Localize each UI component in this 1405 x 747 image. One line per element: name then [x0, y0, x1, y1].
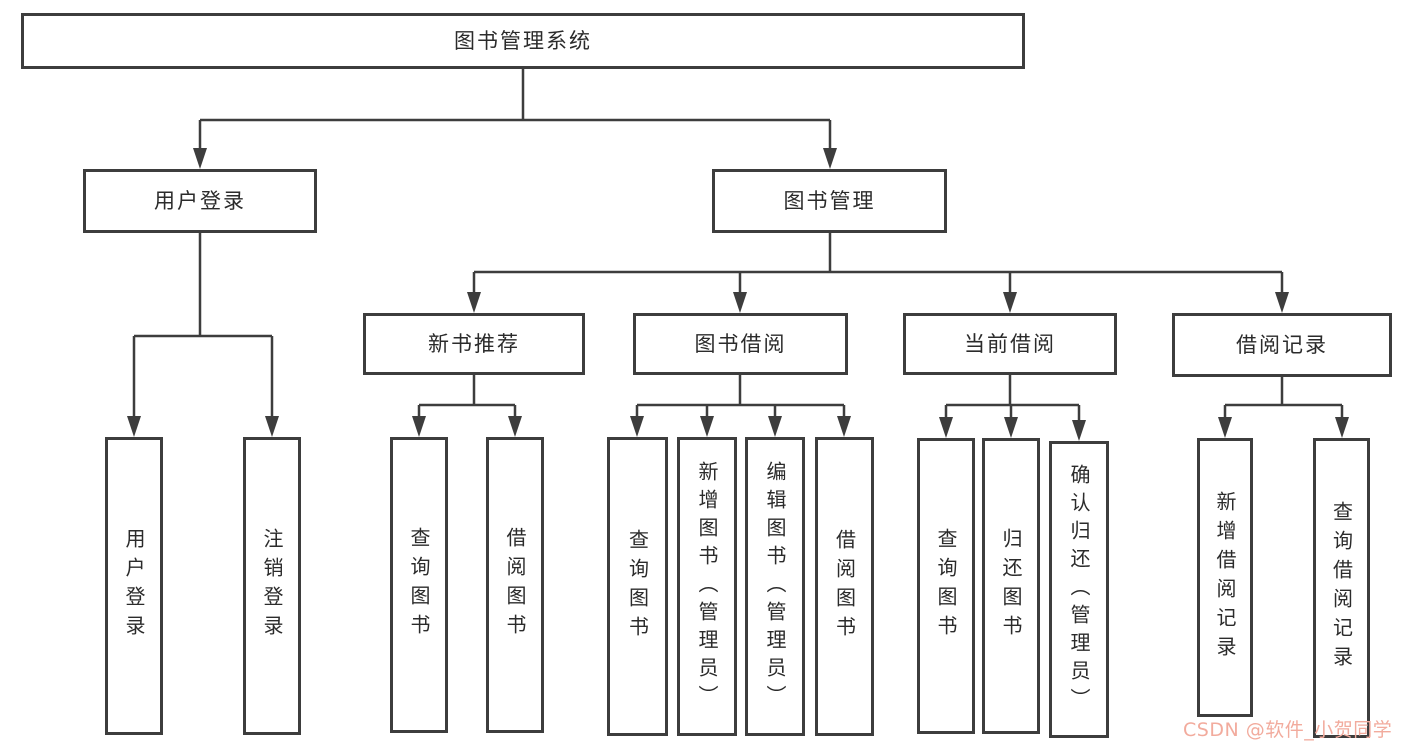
leaf-borrow-books-recommend: 借阅图书	[486, 437, 544, 733]
node-new-book-recommend: 新书推荐	[363, 313, 585, 375]
leaf-return-books: 归还图书	[982, 438, 1040, 734]
leaf-add-books-admin: 新增图书（管理员）	[677, 437, 737, 736]
leaf-query-books-borrowing: 查询图书	[607, 437, 668, 736]
node-book-management: 图书管理	[712, 169, 947, 233]
leaf-query-books-recommend: 查询图书	[390, 437, 448, 733]
node-book-borrowing: 图书借阅	[633, 313, 848, 375]
leaf-logout: 注销登录	[243, 437, 301, 735]
leaf-edit-books-admin: 编辑图书（管理员）	[745, 437, 805, 736]
leaf-confirm-return-admin: 确认归还（管理员）	[1049, 441, 1109, 738]
leaf-user-login: 用户登录	[105, 437, 163, 735]
csdn-watermark: CSDN @软件_小贺同学	[1183, 719, 1393, 741]
leaf-borrow-books-borrowing: 借阅图书	[815, 437, 874, 736]
leaf-add-borrow-record: 新增借阅记录	[1197, 438, 1253, 717]
root-node: 图书管理系统	[21, 13, 1025, 69]
node-current-borrowing: 当前借阅	[903, 313, 1117, 375]
leaf-query-books-current: 查询图书	[917, 438, 975, 734]
node-borrowing-records: 借阅记录	[1172, 313, 1392, 377]
leaf-query-borrow-record: 查询借阅记录	[1313, 438, 1370, 738]
node-user-login: 用户登录	[83, 169, 317, 233]
